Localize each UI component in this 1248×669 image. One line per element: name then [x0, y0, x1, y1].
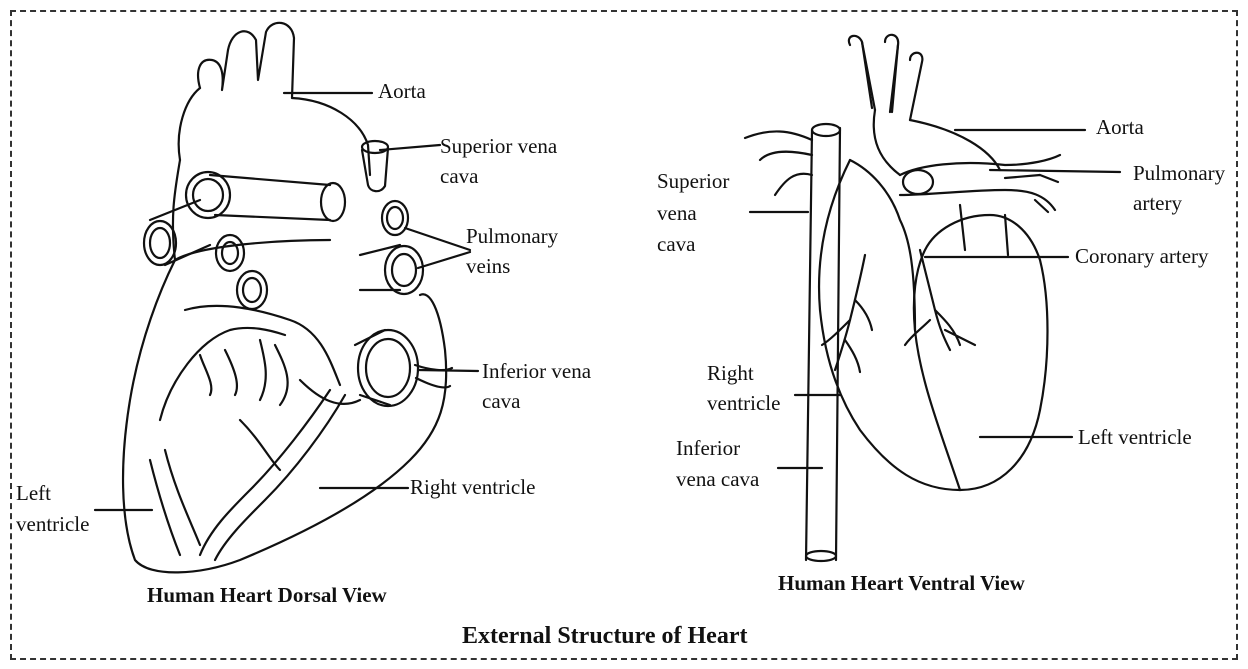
ventral-pa-label-1: Pulmonary — [1133, 160, 1225, 186]
ventral-svc-label-3: cava — [657, 231, 695, 257]
ventral-rv-label-2: ventricle — [707, 390, 780, 416]
ventral-heart-drawing — [745, 35, 1060, 561]
dorsal-svc-label-2: cava — [440, 163, 478, 189]
page-title: External Structure of Heart — [462, 623, 747, 650]
dorsal-caption: Human Heart Dorsal View — [147, 583, 387, 608]
dorsal-ivc-label-2: cava — [482, 388, 520, 414]
ventral-svc-label-2: vena — [657, 200, 697, 226]
ventral-svc-label-1: Superior — [657, 168, 729, 194]
ventral-pa-label-2: artery — [1133, 190, 1182, 216]
dorsal-svc-label-1: Superior vena — [440, 133, 557, 159]
dorsal-heart-drawing — [123, 23, 452, 573]
dorsal-pv-label-2: veins — [466, 253, 510, 279]
ventral-ivc-label-2: vena cava — [676, 466, 759, 492]
ventral-heart-outline — [819, 160, 1047, 490]
ventral-aorta-label: Aorta — [1096, 114, 1144, 140]
ventral-caption: Human Heart Ventral View — [778, 571, 1025, 596]
dorsal-pv-label-1: Pulmonary — [466, 223, 558, 249]
ventral-aorta-branches — [849, 35, 923, 120]
ventral-lv-label: Left ventricle — [1078, 424, 1192, 450]
dorsal-aorta-branches — [198, 23, 294, 98]
dorsal-lv-label-2: ventricle — [16, 511, 89, 537]
ventral-rv-label-1: Right — [707, 360, 754, 386]
dorsal-aorta-label: Aorta — [378, 78, 426, 104]
ventral-ivc-label-1: Inferior — [676, 435, 740, 461]
dorsal-aorta — [179, 88, 370, 175]
dorsal-svc — [362, 148, 388, 191]
ventral-coronary-label: Coronary artery — [1075, 243, 1209, 269]
dorsal-rv-label: Right ventricle — [410, 474, 535, 500]
dorsal-ivc-label-1: Inferior vena — [482, 358, 591, 384]
dorsal-lv-label-1: Left — [16, 480, 51, 506]
